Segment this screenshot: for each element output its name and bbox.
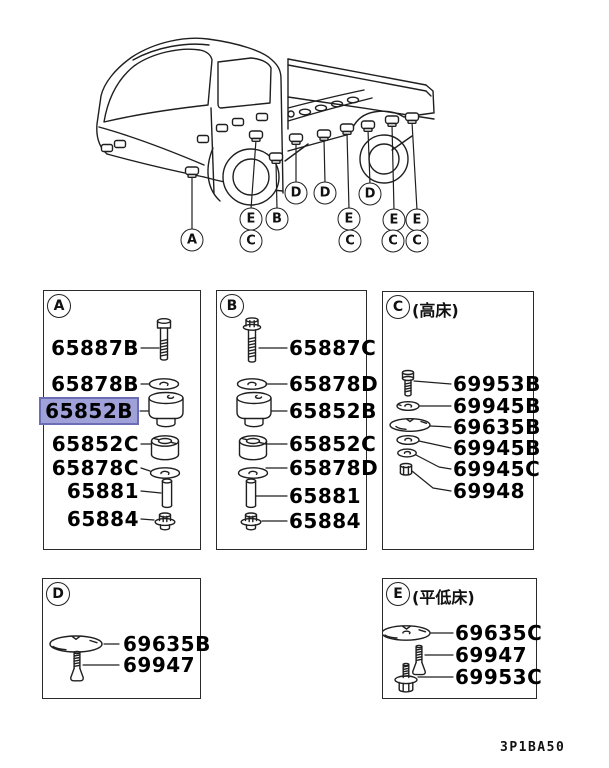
figure-code: 3P1BA50 [500,740,566,755]
part-number-65852c[interactable]: 65852C [289,432,377,456]
callout-a: A [180,228,204,252]
part-number-69635c[interactable]: 69635C [455,621,543,645]
part-number-65852c[interactable]: 65852C [51,432,139,456]
small-washer-icon [396,434,420,445]
part-number-69947[interactable]: 69947 [455,643,528,667]
part-number-69945b-2[interactable]: 69945B [453,436,541,460]
plate-icon [49,635,103,653]
callout-e-1: E [239,207,263,231]
part-group-box-b: B [216,290,378,550]
cushion-ring-icon [150,435,180,461]
flange-nut-icon [154,512,176,531]
deck-type-note-high: (高床) [412,301,459,320]
small-washer-icon [396,400,420,411]
part-number-65884[interactable]: 65884 [289,509,362,533]
group-letter-b: B [220,294,244,318]
leader-lines [411,380,452,492]
callout-d-2: D [313,181,337,205]
part-number-69947[interactable]: 69947 [123,653,196,677]
callout-e-3: E [382,208,406,232]
cushion-icon [236,391,272,428]
part-number-65852b-highlighted[interactable]: 65852B [39,397,139,425]
callout-d-1: D [284,181,308,205]
truck-bed [287,58,435,152]
part-number-65878d[interactable]: 65878D [289,372,379,396]
small-nut-icon [399,462,413,476]
front-wheel [222,148,280,206]
part-number-65887c[interactable]: 65887C [289,336,377,360]
callout-c-1: C [239,229,263,253]
leader-lines [255,347,288,522]
cushion-ring-icon [238,435,268,461]
callout-b: B [265,207,289,231]
screw-icon [412,644,426,676]
part-number-65881[interactable]: 65881 [66,479,139,503]
mount-tabs [184,112,420,178]
part-number-65878b[interactable]: 65878B [51,372,139,396]
group-letter-a: A [47,294,71,318]
washer-icon [236,378,268,390]
part-number-69953c[interactable]: 69953C [455,665,543,689]
collar-icon [161,478,173,509]
part-group-box-d: D 69635B 69947 [42,578,210,699]
part-number-69635b[interactable]: 69635B [123,632,211,656]
part-number-69945b[interactable]: 69945B [453,394,541,418]
callout-c-4: C [405,229,429,253]
long-bolt-icon [156,318,172,361]
small-washer-icon [397,448,417,458]
part-number-65878d[interactable]: 65878D [289,456,379,480]
part-number-65887b[interactable]: 65887B [51,336,139,360]
part-number-65878c[interactable]: 65878C [51,456,139,480]
washer-icon [237,467,269,479]
small-flange-bolt-icon [394,662,418,693]
group-letter-e: E [386,582,410,606]
rear-wheel [359,134,409,184]
washer-icon [148,378,180,390]
leader-lines [417,632,454,678]
callout-e-4: E [405,208,429,232]
callout-e-2: E [337,207,361,231]
part-group-box-a: A [39,290,201,550]
part-group-box-c: C (高床) [382,291,540,550]
part-number-69953b[interactable]: 69953B [453,372,541,396]
part-number-69948[interactable]: 69948 [453,479,526,503]
part-group-box-e: E (平低床) [382,578,542,699]
plate-icon [389,417,431,432]
leader-lines [139,347,162,521]
group-letter-d: D [46,582,70,606]
cushion-icon [148,391,184,428]
screw-icon [70,650,84,682]
body-clips [100,112,269,153]
callout-leader-lines [191,121,418,231]
flange-bolt-icon [242,317,262,363]
part-number-65852b[interactable]: 65852B [289,399,377,423]
part-number-69945c[interactable]: 69945C [453,457,541,481]
part-number-65884[interactable]: 65884 [66,507,139,531]
small-bolt-icon [401,369,415,397]
washer-icon [149,467,181,479]
leader-lines [82,643,120,666]
group-letter-c: C [386,295,410,319]
deck-type-note-flat-low: (平低床) [412,588,475,607]
collar-icon [245,478,257,509]
callout-c-3: C [381,229,405,253]
plate-icon [383,625,431,641]
flange-nut-icon [240,512,262,531]
part-number-69635b[interactable]: 69635B [453,415,541,439]
part-number-65881[interactable]: 65881 [289,484,362,508]
callout-c-2: C [338,229,362,253]
callout-d-3: D [358,182,382,206]
